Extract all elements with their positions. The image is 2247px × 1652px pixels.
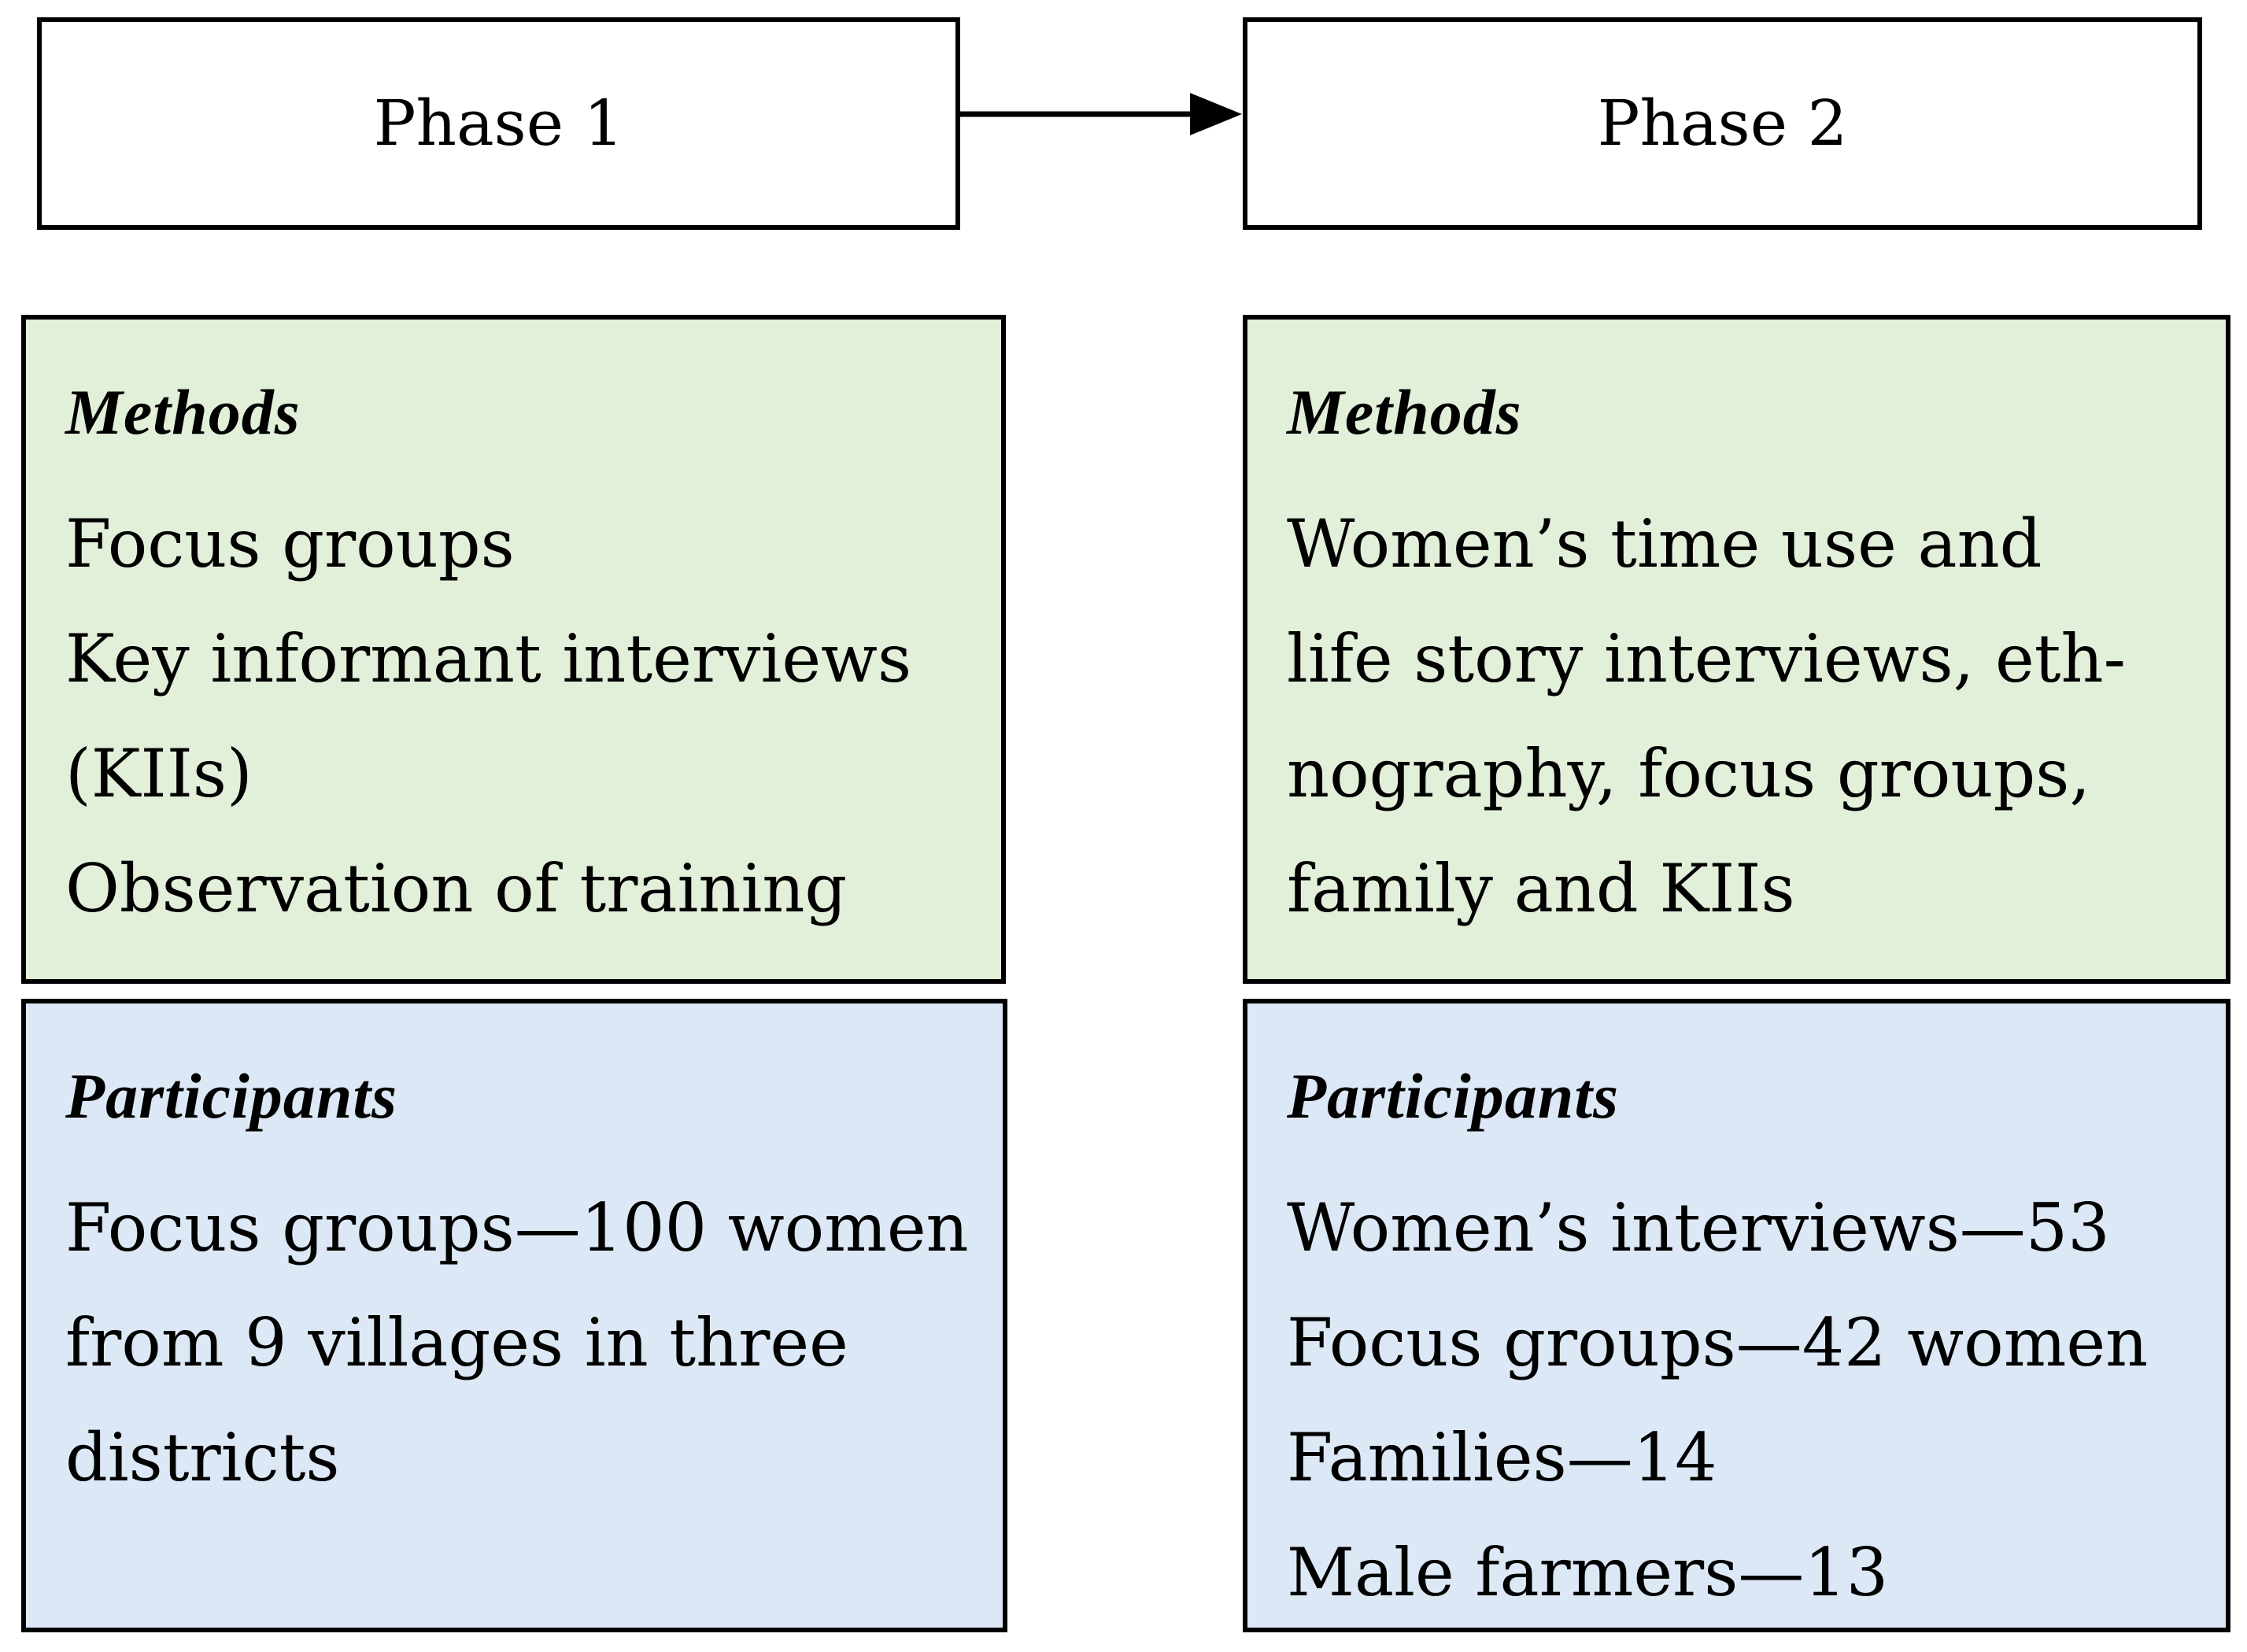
methods-item: Focus groups	[65, 505, 515, 582]
methods-heading: Methods	[65, 376, 301, 448]
participants-heading: Participants	[1287, 1060, 1620, 1132]
participants-item: Male farmers—13	[1287, 1534, 1889, 1611]
arrow-icon	[960, 93, 1242, 135]
participants-heading: Participants	[65, 1060, 398, 1132]
methods-item: (KIIs)	[65, 735, 253, 812]
methods-item: life story interviews, eth-	[1287, 620, 2126, 697]
phase-2-title: Phase 2	[1597, 87, 1848, 160]
methods-item: Women’s time use and	[1287, 505, 2042, 582]
phase-2-methods-box: Methods Women’s time use and life story …	[1243, 315, 2230, 984]
participants-item: Women’s interviews—53	[1287, 1189, 2110, 1266]
phase-1-title: Phase 1	[373, 87, 624, 160]
participants-item: districts	[65, 1419, 340, 1496]
phase-1-participants-box: Participants Focus groups—100 women from…	[21, 999, 1007, 1632]
methods-item: family and KIIs	[1287, 850, 1795, 927]
participants-item: Families—14	[1287, 1419, 1717, 1496]
participants-list: Women’s interviews—53 Focus groups—42 wo…	[1287, 1170, 2226, 1630]
participants-item: from 9 villages in three	[65, 1304, 848, 1381]
methods-list: Focus groups Key informant interviews (K…	[65, 486, 1001, 946]
phase-1-box: Phase 1	[37, 17, 960, 230]
participants-item: Focus groups—42 women	[1287, 1304, 2149, 1381]
methods-item: Key informant interviews	[65, 620, 912, 697]
participants-list: Focus groups—100 women from 9 villages i…	[65, 1170, 1003, 1515]
methods-heading: Methods	[1287, 376, 1522, 448]
phase-2-participants-box: Participants Women’s interviews—53 Focus…	[1243, 999, 2230, 1632]
participants-item: Focus groups—100 women	[65, 1189, 969, 1266]
methods-list: Women’s time use and life story intervie…	[1287, 486, 2226, 946]
methods-item: nography, focus groups,	[1287, 735, 2091, 812]
methods-item: Observation of training	[65, 850, 848, 927]
phase-1-methods-box: Methods Focus groups Key informant inter…	[21, 315, 1006, 984]
phase-2-box: Phase 2	[1243, 17, 2202, 230]
